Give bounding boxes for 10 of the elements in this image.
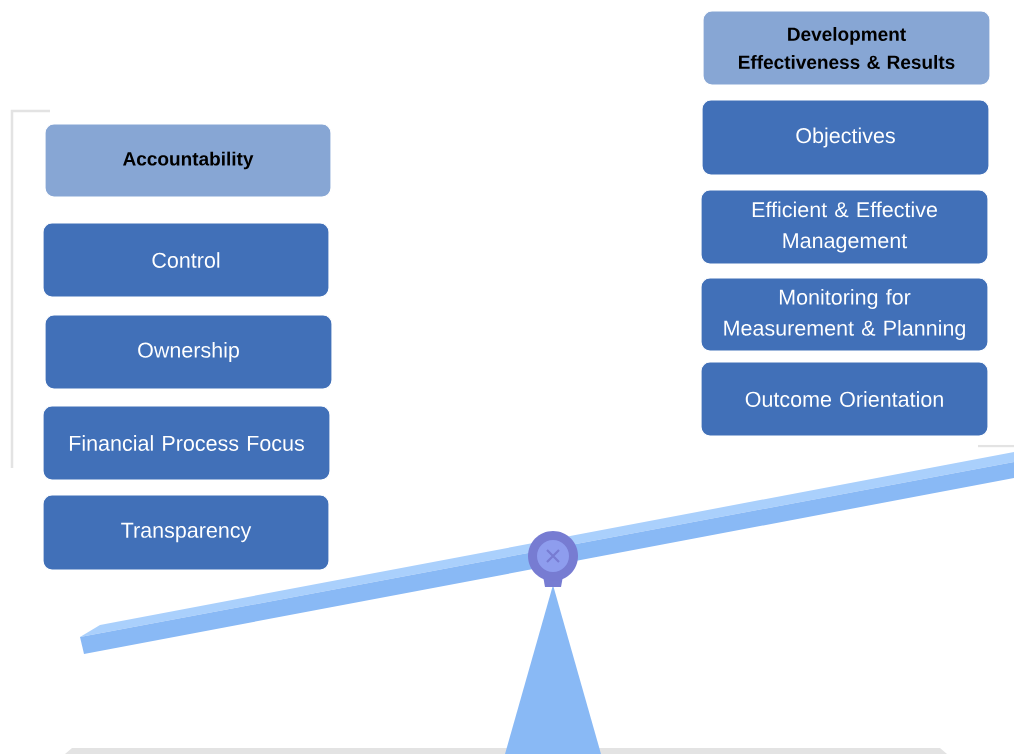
- item-box: Objectives: [701, 99, 990, 176]
- item-box: Ownership: [44, 314, 333, 390]
- item-box: Efficient & Effective Management: [700, 189, 989, 265]
- heading-box: Accountability: [44, 123, 332, 198]
- item-box: Outcome Orientation: [700, 361, 989, 437]
- heading-box: Development Effectiveness & Results: [702, 10, 991, 86]
- item-box: Control: [42, 222, 330, 298]
- item-box: Financial Process Focus: [42, 405, 331, 481]
- item-box: Monitoring for Measurement & Planning: [700, 277, 989, 352]
- item-box: Transparency: [42, 494, 330, 571]
